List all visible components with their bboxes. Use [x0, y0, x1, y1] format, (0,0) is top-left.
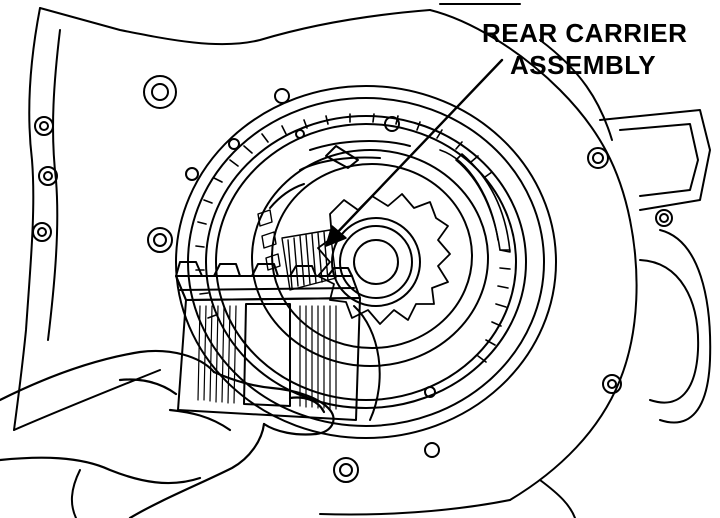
callout-label-line2: ASSEMBLY	[510, 50, 657, 80]
clutch-housing	[175, 85, 557, 439]
housing-splines	[195, 113, 511, 363]
transaxle-case	[13, 3, 712, 518]
callout-label-line1: REAR CARRIER	[482, 18, 688, 48]
hand	[0, 349, 335, 518]
case-bolt-bosses	[32, 75, 673, 483]
callout-leader	[325, 58, 504, 247]
carrier-assembly-held	[175, 261, 381, 421]
pinion-gear	[257, 209, 337, 291]
rear-carrier	[269, 140, 451, 325]
